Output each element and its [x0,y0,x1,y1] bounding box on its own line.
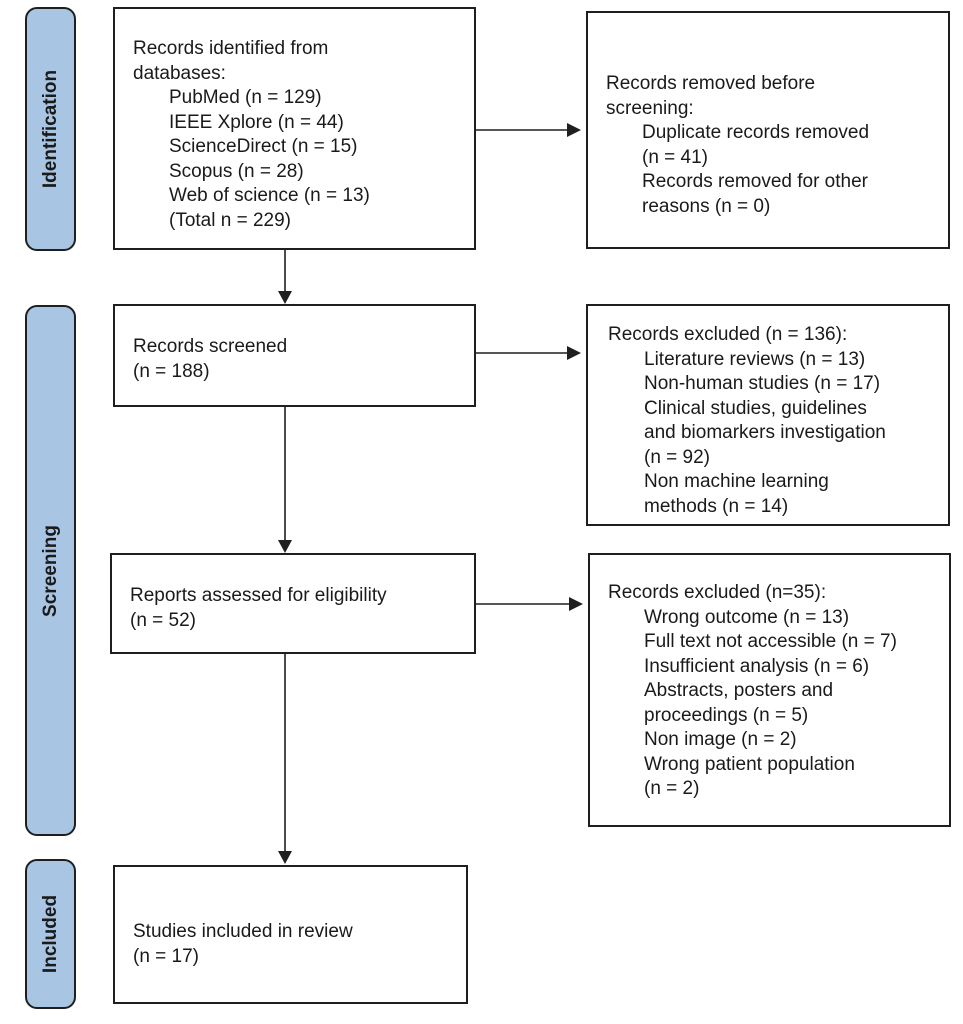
excluded1-text-line: Literature reviews (n = 13) [644,348,866,370]
removed-text-line: (n = 41) [642,146,709,168]
removed-text-line: screening: [606,97,694,119]
excluded2-text-line: Wrong patient population [644,753,855,775]
identified-text-line: (Total n = 229) [169,209,291,231]
reports-excluded-box: Records excluded (n=35): Wrong outcome (n… [588,553,951,827]
removed-text-line: reasons (n = 0) [642,195,771,217]
arrowhead-right-icon [567,123,581,137]
excluded2-text-line: Insufficient analysis (n = 6) [644,655,870,677]
eligibility-text-line: (n = 52) [130,609,197,631]
excluded1-text-line: Non machine learning [644,471,829,492]
excluded2-text-line: Full text not accessible (n = 7) [644,631,897,652]
reports-eligibility-box: Reports assessed for eligibility (n = 52) [110,553,476,654]
removed-text-line: Records removed before [606,73,816,94]
screened-text-line: Records screened [133,336,288,357]
excluded1-text-line: methods (n = 14) [644,495,789,517]
records-removed-box: Records removed before screening: Duplicat… [586,11,950,249]
records-identified-box: Records identified from databases: PubMed … [113,7,476,250]
excluded2-text-line: Abstracts, posters and [644,680,834,701]
identified-text-line: Web of science (n = 13) [169,185,370,206]
records-excluded-box: Records excluded (n = 136): Literature re… [586,304,950,526]
phase-screening: Screening [25,305,76,836]
included-text-line: Studies included in review [133,921,353,942]
excluded2-text-line: (n = 2) [644,778,700,799]
excluded2-text-line: Non image (n = 2) [644,729,797,750]
arrowhead-right-icon [567,346,581,360]
arrowhead-down-icon [278,291,292,304]
phase-identification: Identification [25,7,76,251]
excluded2-text-line: Records excluded (n=35): [608,582,827,603]
identified-text-line: PubMed (n = 129) [169,87,322,108]
removed-text-line: Records removed for other [642,171,868,192]
screened-text-line: (n = 188) [133,360,210,382]
excluded1-text-line: (n = 92) [644,446,711,468]
excluded1-text-line: Non-human studies (n = 17) [644,373,881,394]
removed-text-line: Duplicate records removed [642,122,870,143]
arrowhead-down-icon [278,540,292,553]
excluded2-text-line: Wrong outcome (n = 13) [644,606,850,628]
arrowhead-right-icon [569,597,583,611]
included-text-line: (n = 17) [133,945,200,967]
records-screened-box: Records screened (n = 188) [113,304,476,407]
arrowhead-down-icon [278,851,292,864]
identified-text-line: Records identified from [133,38,329,59]
identified-text-line: databases: [133,62,226,84]
eligibility-text-line: Reports assessed for eligibility [130,585,387,606]
identified-text-line: ScienceDirect (n = 15) [169,136,358,157]
excluded1-text-line: Records excluded (n = 136): [608,324,848,345]
identified-text-line: IEEE Xplore (n = 44) [169,111,344,133]
excluded1-text-line: Clinical studies, guidelines [644,397,867,419]
identified-text-line: Scopus (n = 28) [169,160,304,182]
excluded1-text-line: and biomarkers investigation [644,422,886,443]
excluded2-text-line: proceedings (n = 5) [644,704,809,726]
studies-included-box: Studies included in review (n = 17) [113,865,468,1004]
phase-included: Included [25,859,76,1009]
